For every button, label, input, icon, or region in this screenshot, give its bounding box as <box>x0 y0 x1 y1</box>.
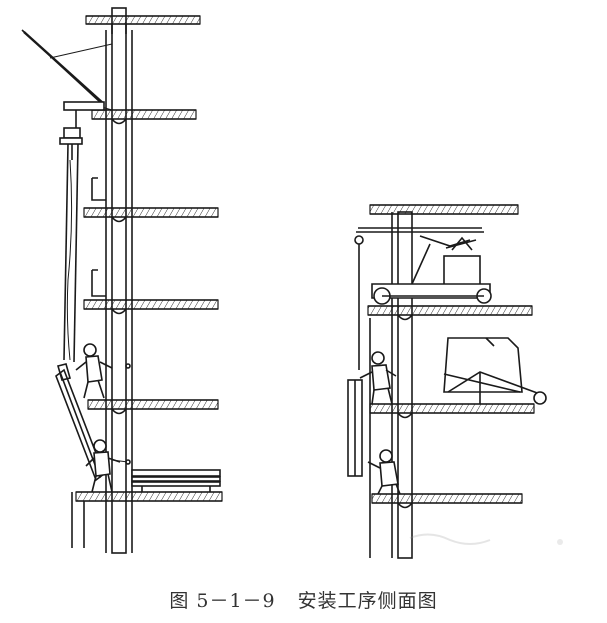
watermark-mark <box>409 533 563 545</box>
left-floor-slab-2 <box>91 109 197 125</box>
roof-boom-and-stay <box>21 29 113 130</box>
worker-right-lower <box>367 449 401 495</box>
left-building-section <box>21 7 223 554</box>
left-floor-slab-4 <box>83 299 219 315</box>
wall-bracket-1 <box>91 177 106 201</box>
mini-crane <box>354 227 492 370</box>
left-floor-slab-ground <box>71 491 223 548</box>
panel-stack <box>131 469 221 492</box>
figure-number: 图 5－1－9 <box>169 590 276 612</box>
wall-bracket-2 <box>91 269 106 297</box>
wall-panel-suspended <box>443 337 547 405</box>
figure-caption: 图 5－1－9 安装工序侧面图 <box>0 586 607 613</box>
worker-left-lower <box>85 439 129 493</box>
worker-left-upper <box>75 343 113 399</box>
figure-title: 安装工序侧面图 <box>297 590 438 612</box>
right-floor-slab-crane <box>367 305 533 321</box>
right-building-section <box>347 204 547 559</box>
wall-panel-installed <box>347 379 363 477</box>
right-floor-slab-top <box>369 204 519 215</box>
hoist-block <box>59 127 83 363</box>
left-floor-slab-3 <box>83 207 219 223</box>
left-column <box>111 7 127 554</box>
left-floor-slab-5 <box>87 399 219 415</box>
left-floor-slab-top <box>85 15 201 34</box>
worker-right-upper <box>359 351 397 405</box>
right-floor-slab-lower <box>371 493 523 509</box>
right-floor-slab-middle <box>369 403 535 419</box>
